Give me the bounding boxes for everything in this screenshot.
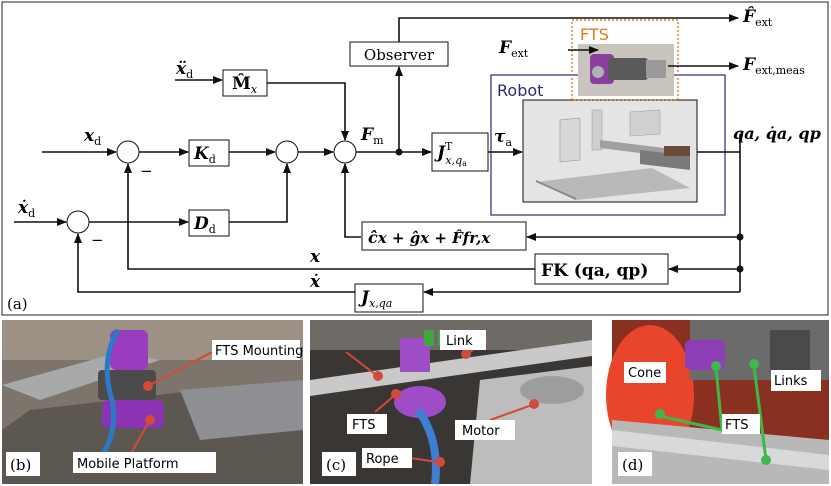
panel-label-c: (c) xyxy=(326,456,346,474)
fts-label: FTS xyxy=(580,25,609,44)
rope-callout: Rope xyxy=(362,448,445,468)
fts-mounting-pointer xyxy=(345,351,383,381)
observer-block xyxy=(349,41,449,67)
jacobian-block xyxy=(354,283,424,313)
signal-outputs: qa, q̇a, qp xyxy=(733,124,821,143)
signal-xdd: ẍd xyxy=(175,59,193,81)
fts-label-d: FTS xyxy=(725,418,748,433)
signal-tau: τa xyxy=(494,127,512,149)
sum-junction-4 xyxy=(66,210,90,234)
link-callout: Link xyxy=(440,330,489,359)
photo-panel-b: FTS Mounting Mobile Platform (b) xyxy=(2,320,303,484)
fts-photo xyxy=(578,44,674,96)
robot-label: Robot xyxy=(497,81,543,100)
sum-junction-3 xyxy=(333,140,357,164)
fk-label: FK (qa, qp) xyxy=(541,261,648,281)
compensation-block xyxy=(361,221,527,251)
damping-label: Dd xyxy=(193,214,216,236)
stiffness-block xyxy=(188,139,230,167)
photo-panel-d: Cone Links FTS (d) xyxy=(606,320,829,484)
branch-dot-out1 xyxy=(736,233,744,241)
links-callout xyxy=(659,365,768,461)
jacobian-transpose-block xyxy=(431,132,489,172)
link-label: Link xyxy=(446,334,473,349)
cone-label: Cone xyxy=(628,366,661,381)
panel-label-d: (d) xyxy=(622,456,643,474)
signal-x: x xyxy=(309,247,321,267)
compensation-label: ĉx + ĝx + F̂fr,x xyxy=(368,228,491,247)
motor-callout: Motor xyxy=(455,399,539,440)
jacobian-label: Jx,qa xyxy=(358,288,392,310)
fts-callout: FTS xyxy=(347,389,401,434)
damping-block xyxy=(188,209,230,237)
block-diagram-panel: Robot FTS Observer xyxy=(1,1,829,316)
robot-photo xyxy=(522,99,698,203)
motor-label: Motor xyxy=(462,424,500,439)
branch-dot-fm xyxy=(395,148,403,156)
fts-label-c: FTS xyxy=(352,418,375,433)
signal-xdot: ẋ xyxy=(309,272,321,292)
mobile-platform-label: Mobile Platform xyxy=(77,457,179,472)
rope-label: Rope xyxy=(366,452,399,467)
signal-fext-hat: F̂ext xyxy=(742,7,773,29)
panel-label-b: (b) xyxy=(10,456,31,474)
signal-fm: Fm xyxy=(360,125,384,147)
stiffness-label: Kd xyxy=(193,144,216,166)
sum-junction-2 xyxy=(275,140,299,164)
fk-block xyxy=(534,253,669,285)
minus-sign-1: − xyxy=(140,162,153,180)
fts-mounting-label: FTS Mounting xyxy=(215,344,303,359)
mass-block xyxy=(222,69,268,97)
signal-fext: Fext xyxy=(498,38,529,60)
signal-xd: xd xyxy=(83,126,101,148)
fts-mounting-callout: FTS Mounting xyxy=(143,340,303,391)
branch-dot-out2 xyxy=(736,265,744,273)
signal-fext-meas: Fext,meas xyxy=(742,55,805,77)
minus-sign-2: − xyxy=(91,231,104,249)
signal-xdot-d: ẋd xyxy=(17,198,35,220)
fts-frame xyxy=(571,19,679,101)
mobile-platform-callout: Mobile Platform xyxy=(73,415,216,473)
observer-label: Observer xyxy=(364,46,435,64)
sum-junction-1 xyxy=(116,140,140,164)
photo-panel-c: Link FTS Motor Rope (c) xyxy=(310,320,592,485)
panel-label-a: (a) xyxy=(7,295,28,313)
links-label: Links xyxy=(774,374,808,389)
mass-label: M̂x xyxy=(232,74,258,96)
